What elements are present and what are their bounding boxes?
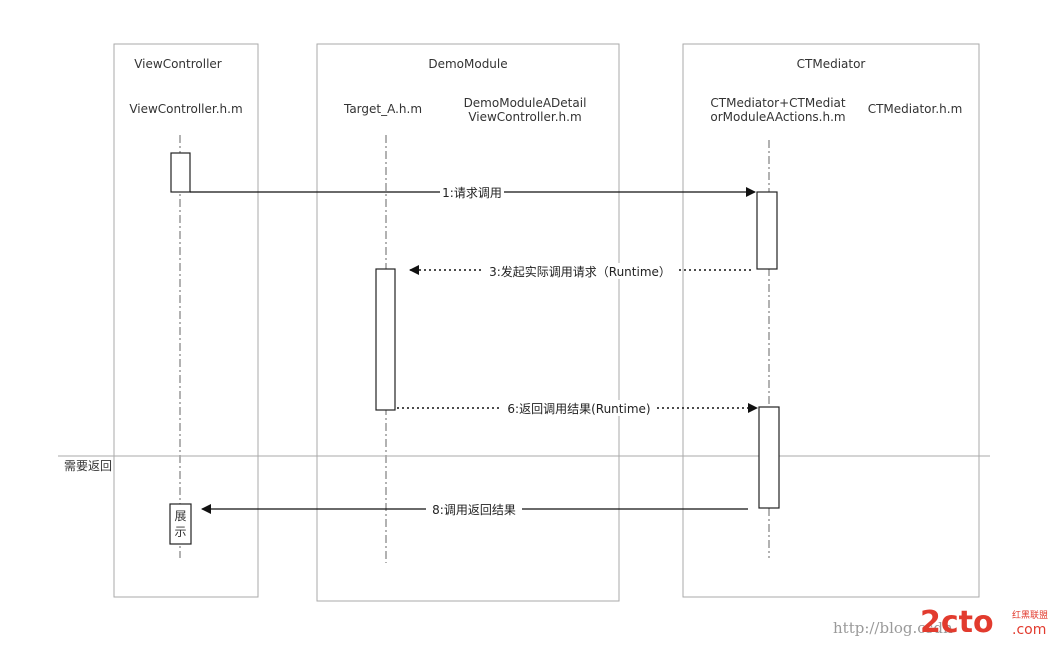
lane-title-viewcontroller: ViewController bbox=[134, 57, 222, 71]
lifeline-label-ctmediator: CTMediator.h.m bbox=[868, 102, 963, 116]
watermark-logo: 2cto bbox=[920, 605, 994, 640]
activation-target-a bbox=[375, 268, 396, 411]
lane-viewcontroller bbox=[113, 43, 259, 598]
message-label-6: 6:返回调用结果(Runtime) bbox=[507, 402, 650, 416]
message-label-1: 1:请求调用 bbox=[442, 186, 502, 200]
note-label: 展示 bbox=[174, 509, 186, 539]
note-box bbox=[169, 503, 192, 545]
activation-ctmediator-2 bbox=[758, 406, 780, 509]
lifeline-label-viewcontroller: ViewController.h.m bbox=[129, 102, 242, 116]
lane-title-ctmediator: CTMediator bbox=[797, 57, 866, 71]
lane-demomodule bbox=[316, 43, 620, 602]
watermark-url: http://blog.csdn bbox=[833, 619, 953, 637]
lane-ctmediator bbox=[682, 43, 980, 598]
activation-ctmediator-1 bbox=[756, 191, 778, 270]
separator-label: 需要返回 bbox=[64, 459, 112, 473]
message-label-8: 8:调用返回结果 bbox=[432, 503, 516, 517]
lifeline-label-target-a: Target_A.h.m bbox=[343, 102, 422, 116]
watermark-logo-subtitle: 红黑联盟 bbox=[1012, 609, 1048, 621]
lane-title-demomodule: DemoModule bbox=[428, 57, 507, 71]
watermark-logo-suffix: .com bbox=[1012, 622, 1046, 638]
message-label-3: 3:发起实际调用请求（Runtime） bbox=[489, 264, 671, 279]
activation-viewcontroller bbox=[170, 152, 191, 193]
